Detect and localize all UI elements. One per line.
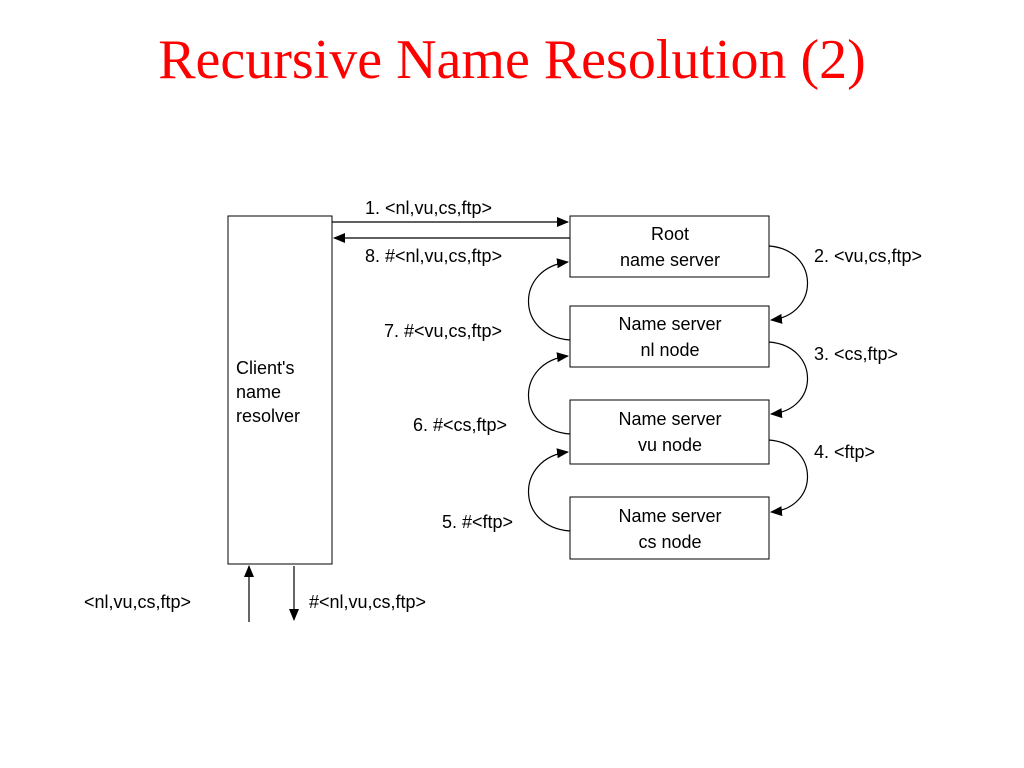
- label-msg-6: 6. #<cs,ftp>: [413, 415, 507, 435]
- arrow-msg-3: [768, 341, 808, 419]
- arrow-msg-4: [768, 439, 808, 517]
- nl-server-label-line2: nl node: [640, 340, 699, 360]
- client-label-line1: Client's: [236, 358, 294, 378]
- client-label-line2: name: [236, 382, 281, 402]
- arrow-msg-7: [527, 258, 571, 341]
- cs-server-label-line1: Name server: [618, 506, 721, 526]
- label-msg-4: 4. <ftp>: [814, 442, 875, 462]
- vu-server-label-line1: Name server: [618, 409, 721, 429]
- label-msg-7: 7. #<vu,cs,ftp>: [384, 321, 502, 341]
- label-msg-2: 2. <vu,cs,ftp>: [814, 246, 922, 266]
- vu-server-label-line2: vu node: [638, 435, 702, 455]
- root-name-server-box: Root name server: [569, 215, 770, 278]
- arrow-msg-6: [527, 352, 571, 435]
- client-label-line3: resolver: [236, 406, 300, 426]
- cs-node-server-box: Name server cs node: [569, 496, 770, 560]
- client-resolver-box: Client's name resolver: [227, 215, 333, 565]
- root-server-label-line1: Root: [651, 224, 689, 244]
- label-msg-8: 8. #<nl,vu,cs,ftp>: [365, 246, 502, 266]
- vu-node-server-box: Name server vu node: [569, 399, 770, 465]
- label-client-input: <nl,vu,cs,ftp>: [84, 592, 191, 612]
- arrow-msg-5: [527, 448, 571, 532]
- label-msg-1: 1. <nl,vu,cs,ftp>: [365, 198, 492, 218]
- slide-title: Recursive Name Resolution (2): [158, 29, 866, 91]
- arrow-msg-2: [768, 245, 808, 324]
- nl-node-server-box: Name server nl node: [569, 305, 770, 368]
- nl-server-label-line1: Name server: [618, 314, 721, 334]
- label-client-output: #<nl,vu,cs,ftp>: [309, 592, 426, 612]
- cs-server-label-line2: cs node: [638, 532, 701, 552]
- label-msg-5: 5. #<ftp>: [442, 512, 513, 532]
- label-msg-3: 3. <cs,ftp>: [814, 344, 898, 364]
- root-server-label-line2: name server: [620, 250, 720, 270]
